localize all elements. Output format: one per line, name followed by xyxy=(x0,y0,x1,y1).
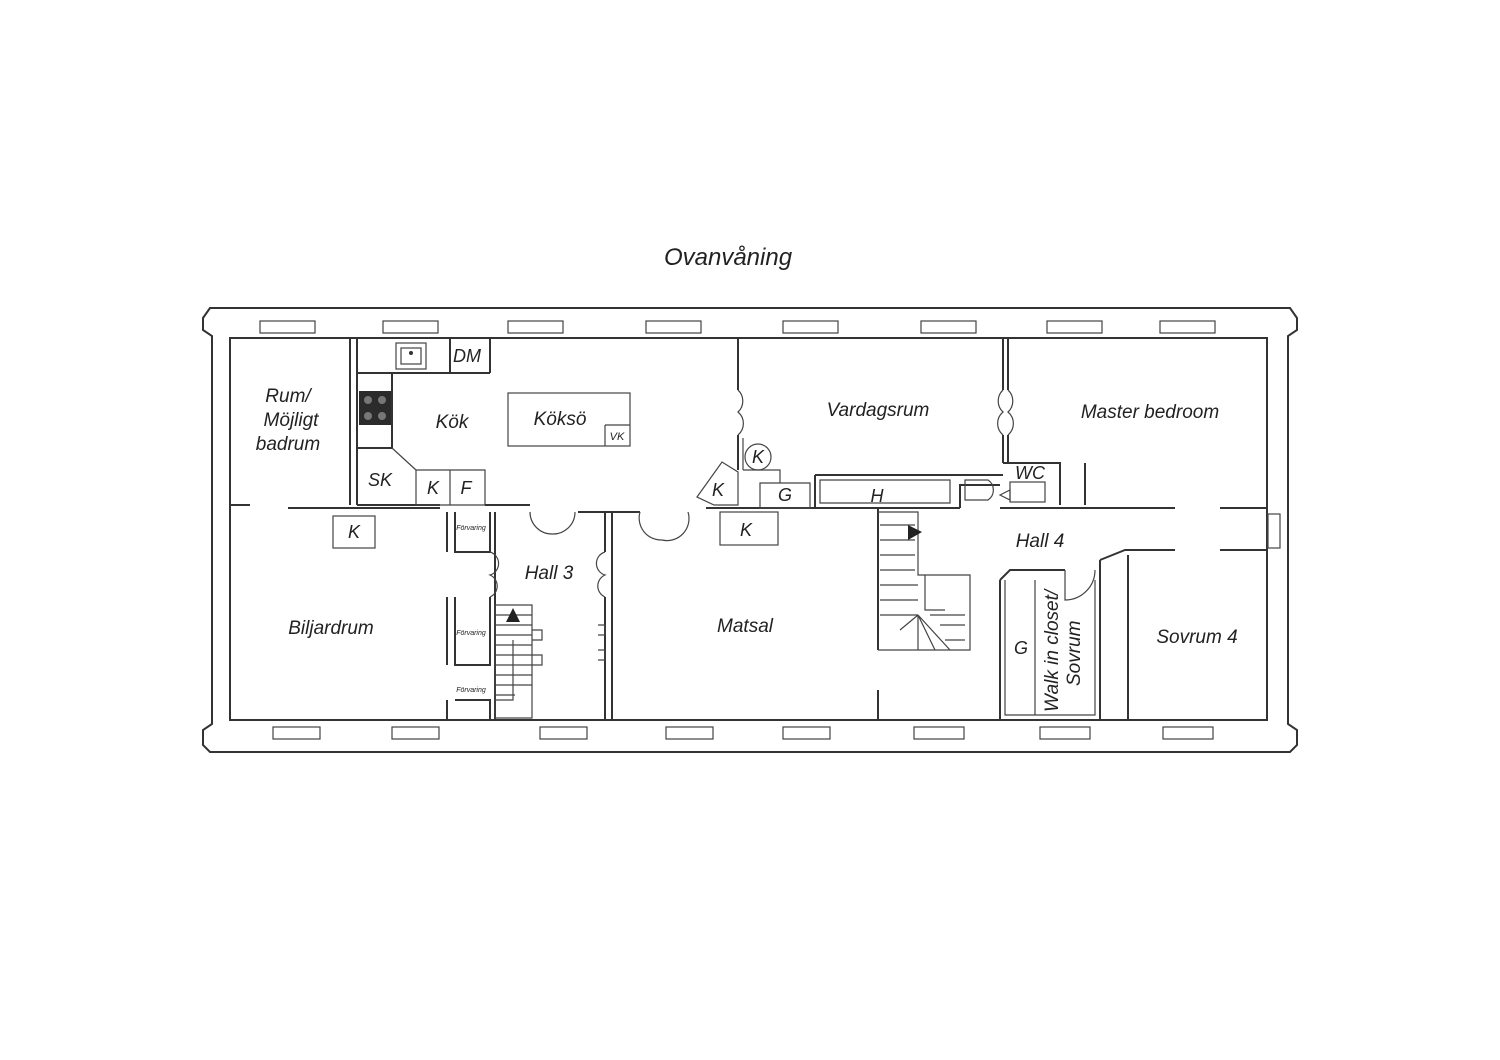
label-matsal: Matsal xyxy=(717,616,774,637)
windows xyxy=(259,320,1281,740)
label-rum-1: Rum/ xyxy=(265,386,312,407)
label-vk: VK xyxy=(610,431,625,443)
fixtures xyxy=(332,342,1046,549)
label-walkin-1: Walk in closet/ xyxy=(1042,588,1063,712)
label-rum-2: Möjligt xyxy=(264,410,320,431)
label-g-closet: G xyxy=(778,485,792,505)
label-k-cabinet: K xyxy=(427,478,440,498)
label-sk: SK xyxy=(368,470,393,490)
kitchen-island xyxy=(507,392,631,447)
label-k-closet-2: K xyxy=(712,480,725,500)
label-walkin-2: Sovrum xyxy=(1064,621,1085,686)
label-rum-3: badrum xyxy=(256,434,320,455)
label-vardagsrum: Vardagsrum xyxy=(827,400,930,421)
doors xyxy=(488,389,1096,601)
stove-icon xyxy=(359,391,391,425)
label-forvaring-3: Förvaring xyxy=(456,687,486,694)
label-biljardrum: Biljardrum xyxy=(288,618,374,639)
label-k-closet-1: K xyxy=(348,522,361,542)
label-koksö: Köksö xyxy=(534,409,587,430)
label-forvaring-1: Förvaring xyxy=(456,525,486,532)
label-forvaring-2: Förvaring xyxy=(456,630,486,637)
interior-walls xyxy=(230,338,1267,720)
label-master-bedroom: Master bedroom xyxy=(1081,402,1219,423)
outer-walls xyxy=(202,307,1298,753)
label-k-closet-3: K xyxy=(740,520,753,540)
label-dm: DM xyxy=(453,346,481,366)
label-f: F xyxy=(461,478,473,498)
label-g-walkin: G xyxy=(1014,638,1028,658)
label-hall-4: Hall 4 xyxy=(1016,531,1065,552)
boiler-icon xyxy=(744,443,772,471)
label-h: H xyxy=(871,486,885,506)
label-kok: Kök xyxy=(436,412,470,433)
label-hall-3: Hall 3 xyxy=(525,563,574,584)
plan-title: Ovanvåning xyxy=(664,244,793,271)
label-sovrum-4: Sovrum 4 xyxy=(1156,627,1237,648)
label-wc: WC xyxy=(1015,463,1046,483)
label-k-boiler: K xyxy=(752,447,765,467)
room-labels: Rum/ Möjligt badrum Kök Köksö VK DM SK K… xyxy=(256,346,1238,712)
